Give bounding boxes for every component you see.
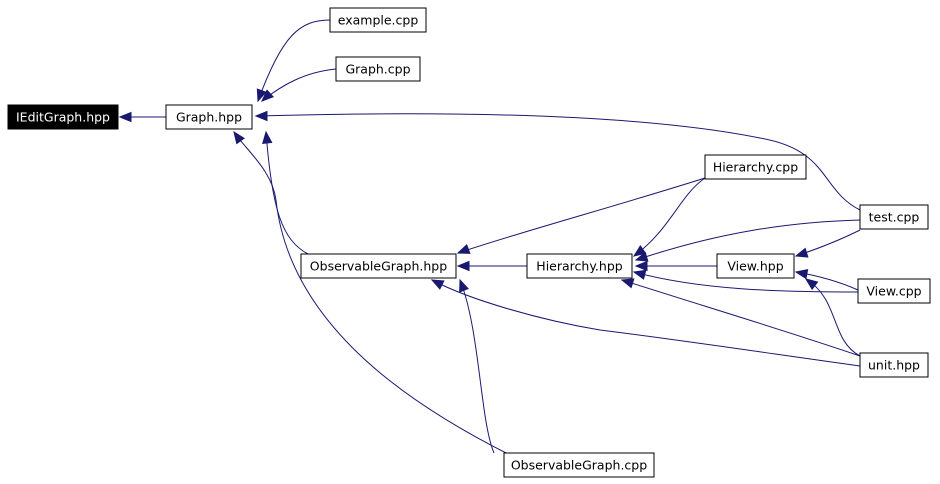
- node-hierarchy-hpp[interactable]: Hierarchy.hpp: [526, 253, 633, 279]
- node-view-hpp[interactable]: View.hpp: [716, 253, 795, 279]
- nodes: IEditGraph.hpp Graph.hpp example.cpp Gra…: [7, 7, 931, 478]
- edge-graph_hpp-to-iedit: [118, 111, 166, 123]
- edge-graph_cpp-to-graph_hpp: [261, 68, 337, 102]
- node-observable-graph-hpp[interactable]: ObservableGraph.hpp: [300, 253, 457, 279]
- edge-view_cpp-to-hierarchy_hpp: [632, 269, 859, 293]
- edge-arrowhead: [456, 244, 471, 254]
- edge-arrowhead: [459, 278, 469, 293]
- edge-line: [255, 113, 861, 211]
- node-label: example.cpp: [338, 13, 419, 28]
- edge-arrowhead: [632, 245, 647, 257]
- edge-arrowhead: [634, 260, 648, 272]
- node-label: ObservableGraph.hpp: [310, 259, 447, 274]
- edge-arrowhead: [233, 130, 245, 145]
- edge-arrowhead: [430, 279, 445, 290]
- edge-arrowhead: [804, 278, 819, 291]
- node-label: Hierarchy.hpp: [536, 259, 622, 274]
- edge-line: [633, 177, 706, 257]
- node-label: ObservableGraph.cpp: [511, 458, 647, 473]
- node-label: View.hpp: [727, 259, 783, 274]
- edge-arrowhead: [256, 88, 267, 103]
- edge-line: [265, 131, 309, 255]
- edge-unit_hpp-to-observable_hpp: [430, 279, 861, 367]
- node-label: test.cpp: [869, 210, 920, 225]
- edge-unit_hpp-to-view_hpp: [804, 278, 861, 357]
- edge-observable_hpp-to-graph_hpp: [262, 130, 309, 255]
- edge-hierarchy_hpp-to-observable_hpp: [456, 260, 527, 272]
- node-label: View.cpp: [866, 284, 921, 299]
- node-example-cpp[interactable]: example.cpp: [329, 7, 427, 33]
- edge-arrowhead: [634, 251, 649, 262]
- node-label: Graph.cpp: [345, 62, 410, 77]
- edge-view_cpp-to-view_hpp: [794, 268, 859, 291]
- edge-line: [431, 279, 861, 367]
- edge-line: [457, 177, 706, 254]
- edge-example_cpp-to-graph_hpp: [256, 19, 331, 103]
- edge-arrowhead: [262, 130, 273, 145]
- node-hierarchy-cpp[interactable]: Hierarchy.cpp: [704, 154, 807, 180]
- node-test-cpp[interactable]: test.cpp: [859, 204, 929, 230]
- edge-line: [635, 219, 861, 261]
- edge-test_cpp-to-hierarchy_hpp: [634, 219, 861, 262]
- edge-line: [233, 131, 513, 457]
- node-label: unit.hpp: [868, 358, 920, 373]
- edge-line: [805, 278, 861, 357]
- node-iedit-graph-hpp[interactable]: IEditGraph.hpp: [7, 104, 119, 130]
- node-graph-hpp[interactable]: Graph.hpp: [165, 104, 253, 130]
- edge-unit_hpp-to-hierarchy_hpp: [620, 278, 861, 357]
- edge-test_cpp-to-view_hpp: [794, 229, 861, 258]
- node-view-cpp[interactable]: View.cpp: [857, 278, 931, 304]
- edge-observable_cpp-to-graph_hpp: [233, 130, 513, 457]
- edge-arrowhead: [261, 89, 274, 102]
- edge-arrowhead: [254, 110, 268, 122]
- edge-arrowhead: [632, 269, 647, 280]
- edge-hierarchy_cpp-to-observable_hpp: [456, 177, 706, 254]
- edge-view_hpp-to-hierarchy_hpp: [634, 260, 717, 272]
- edges: [118, 19, 861, 457]
- edge-line: [633, 271, 859, 293]
- edge-line: [621, 279, 861, 357]
- node-label: Graph.hpp: [176, 110, 242, 125]
- node-unit-hpp[interactable]: unit.hpp: [859, 352, 929, 378]
- node-label: IEditGraph.hpp: [16, 110, 110, 125]
- edge-arrowhead: [456, 260, 470, 272]
- node-observable-graph-cpp[interactable]: ObservableGraph.cpp: [503, 452, 655, 478]
- edge-arrowhead: [118, 111, 132, 123]
- edge-line: [257, 19, 331, 102]
- edge-arrowhead: [794, 247, 809, 258]
- node-graph-cpp[interactable]: Graph.cpp: [335, 56, 421, 82]
- edge-line: [459, 279, 495, 454]
- edge-observable_cpp-to-observable_hpp: [459, 278, 495, 454]
- edge-hierarchy_cpp-to-hierarchy_hpp: [632, 177, 706, 257]
- edge-test_cpp-to-graph_hpp: [254, 110, 861, 211]
- edge-arrowhead: [794, 268, 809, 280]
- node-label: Hierarchy.cpp: [713, 160, 798, 175]
- edge-arrowhead: [620, 278, 635, 289]
